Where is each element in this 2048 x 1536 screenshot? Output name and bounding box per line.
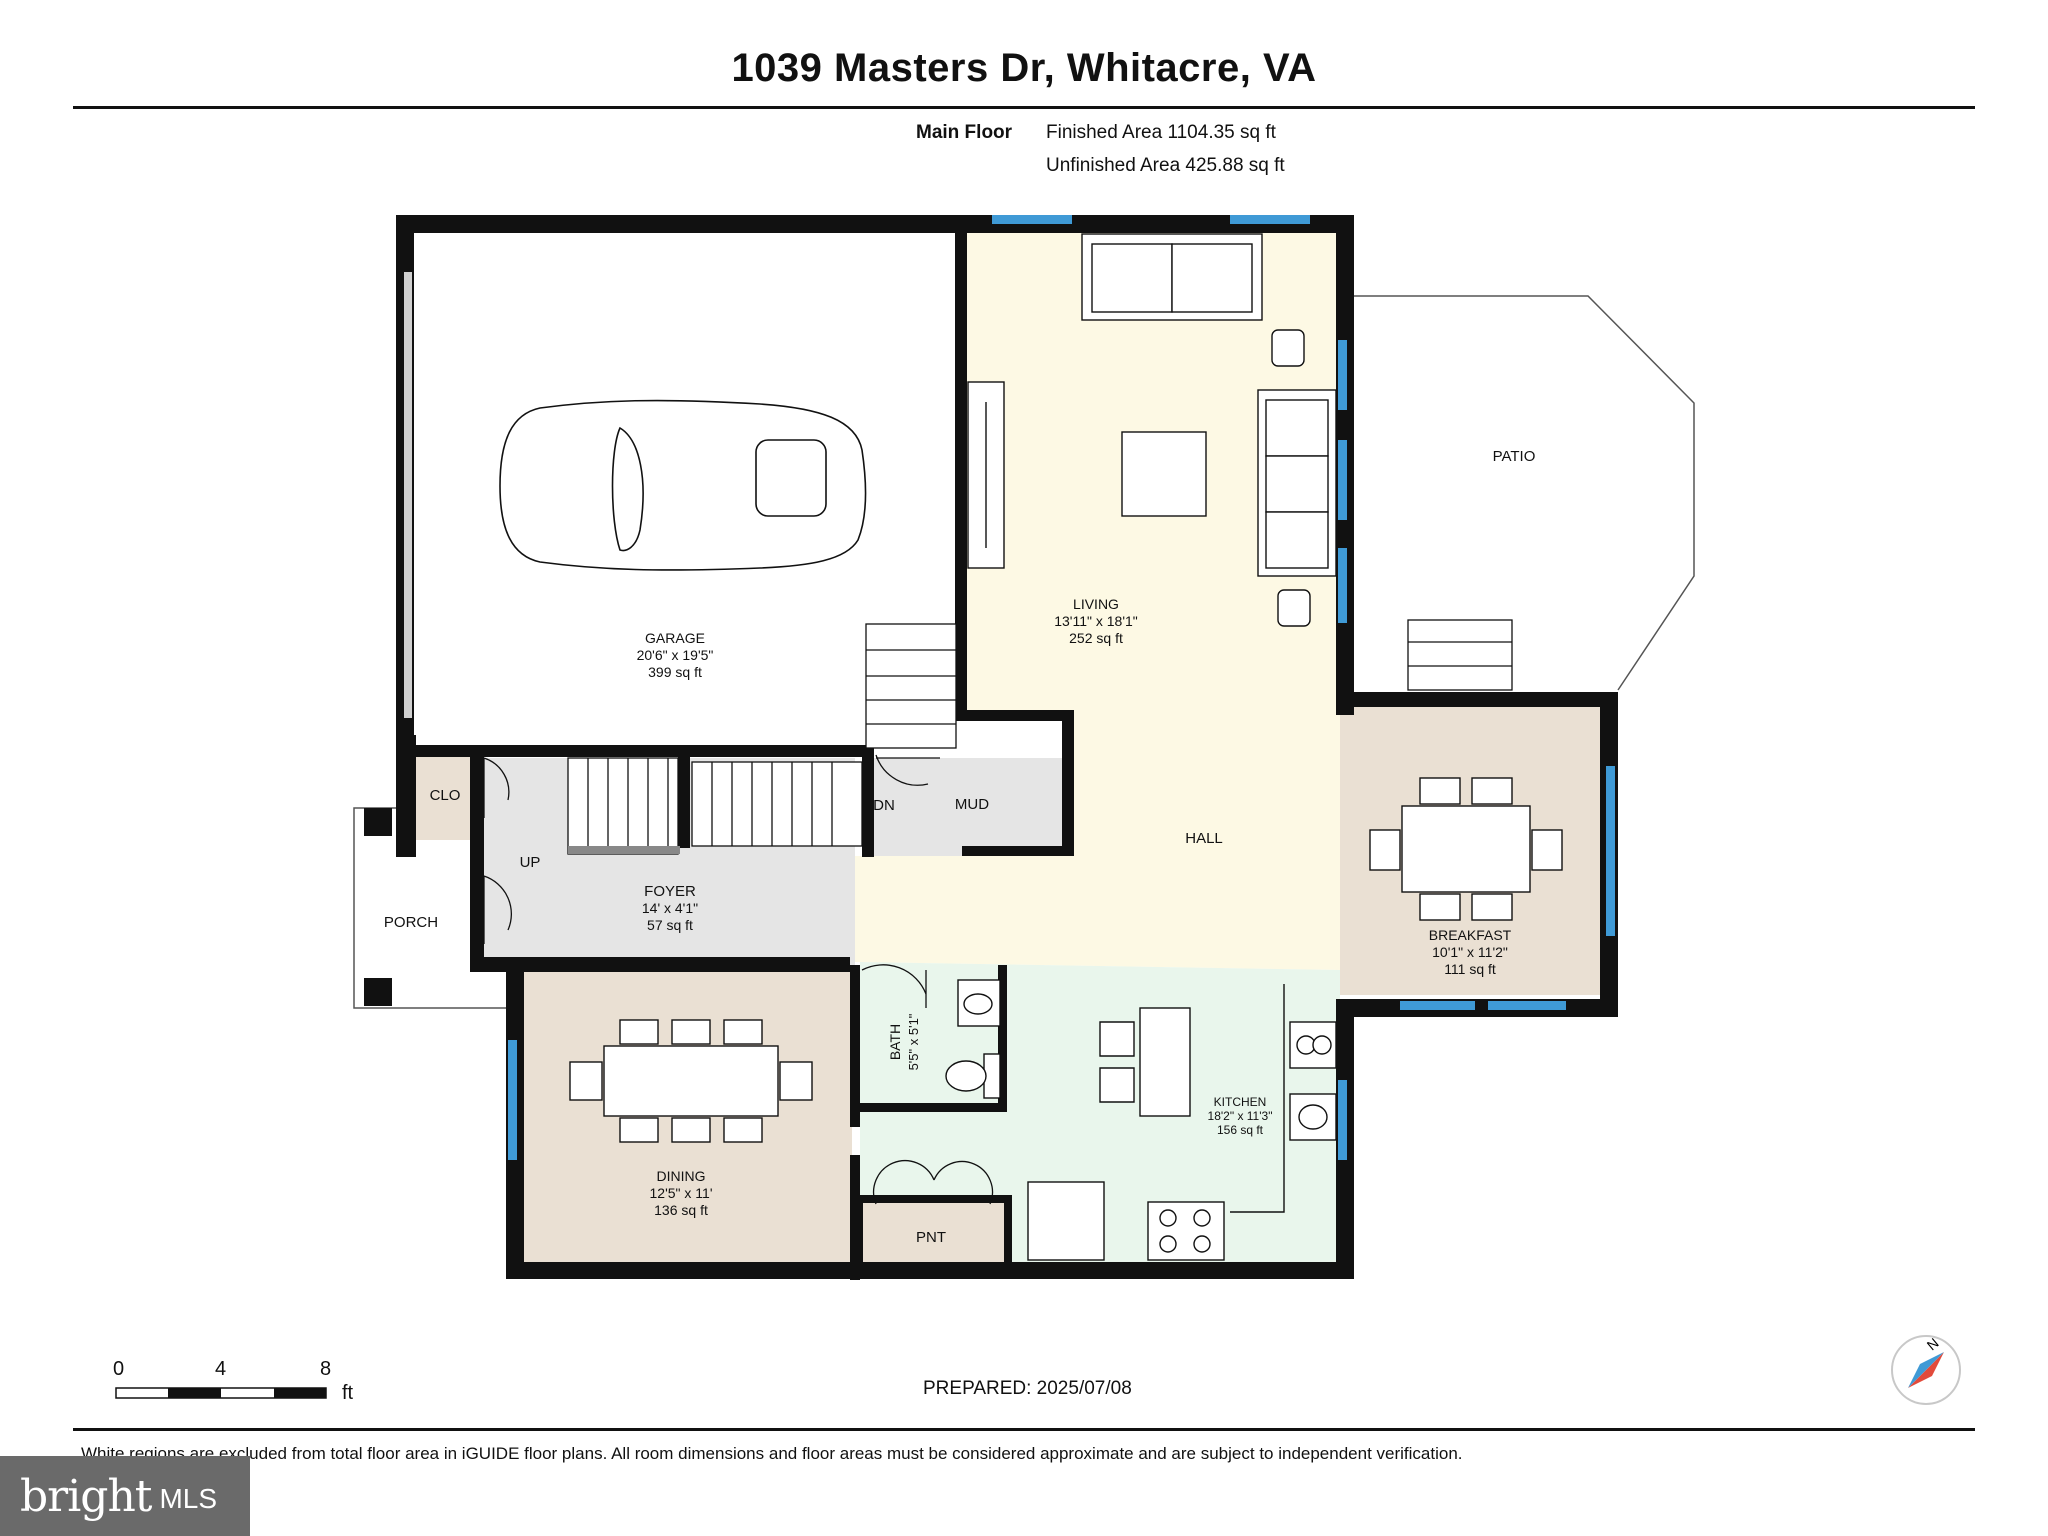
kitchen-fill [860,962,1340,1262]
dining-table [569,1019,813,1143]
compass-icon [1891,1335,1961,1405]
hall-fill [855,712,1340,970]
porch-post [364,808,392,836]
scale-label-4: 4 [215,1358,227,1380]
porch-post [364,978,392,1006]
floor-label: Main Floor [916,122,1013,143]
disclaimer: White regions are excluded from total fl… [81,1444,1463,1463]
patio-label: PATIO [1493,448,1536,465]
patio-outline [1354,295,1695,691]
breakfast-label: BREAKFAST [1429,927,1512,943]
prepared-date: PREPARED: 2025/07/08 [923,1378,1132,1399]
brand-logo: bright MLS [0,1456,250,1536]
bath-fixtures [945,979,1001,1099]
scale-label-8: 8 [320,1358,332,1380]
up-label: UP [520,854,541,871]
porch-label: PORCH [384,914,438,931]
title-divider [73,106,1975,109]
living-dims: 13'11" x 18'1" [1054,613,1138,629]
scale-unit: ft [342,1382,354,1404]
page-title: 1039 Masters Dr, Whitacre, VA [731,46,1317,90]
bath-dims: 5'5" x 5'1" [906,1013,921,1070]
clo-fill [412,750,480,840]
dining-area: 136 sq ft [654,1202,708,1218]
foyer-area: 57 sq ft [647,917,693,933]
scale-bar [115,1387,327,1399]
dining-label: DINING [657,1168,706,1184]
garage-area: 399 sq ft [648,664,702,680]
dn-label: DN [873,797,895,814]
living-area: 252 sq ft [1069,630,1123,646]
kitchen-fixtures [1027,984,1337,1261]
hall-label: HALL [1185,830,1223,847]
stair-landing [568,846,680,854]
breakfast-dims: 10'1" x 11'2" [1432,944,1508,960]
stairs [567,619,1513,855]
foyer-dims: 14' x 4'1" [642,900,698,916]
living-label: LIVING [1073,596,1119,612]
garage-door [404,272,412,718]
bath-label: BATH [887,1024,903,1060]
car-icon [499,399,867,571]
mud-fill [870,758,1072,856]
breakfast-table [1369,777,1563,921]
pnt-label: PNT [916,1229,946,1246]
unfinished-area: Unfinished Area 425.88 sq ft [1046,155,1285,176]
finished-area: Finished Area 1104.35 sq ft [1046,122,1276,143]
breakfast-area: 111 sq ft [1444,961,1496,977]
mud-label: MUD [955,796,989,813]
kitchen-area: 156 sq ft [1217,1123,1264,1137]
foyer-label: FOYER [644,883,696,900]
pantry-fill [860,1200,1010,1262]
footer-divider [73,1428,1975,1431]
windows [508,215,1615,1160]
kitchen-label: KITCHEN [1214,1095,1267,1109]
garage-label: GARAGE [645,630,705,646]
doors [483,754,994,1205]
scale-label-0: 0 [113,1358,125,1380]
clo-label: CLO [430,787,461,804]
living-furniture [967,233,1337,627]
dining-dims: 12'5" x 11' [650,1185,713,1201]
kitchen-dims: 18'2" x 11'3" [1208,1109,1273,1123]
garage-dims: 20'6" x 19'5" [637,647,714,663]
